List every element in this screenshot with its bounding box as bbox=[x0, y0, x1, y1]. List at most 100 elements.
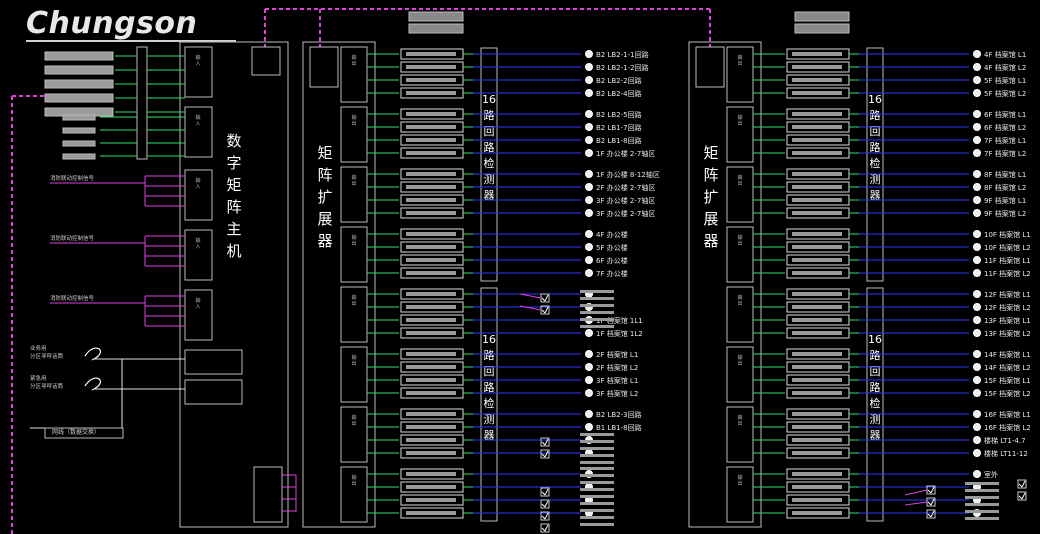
expander-module-label: 出 bbox=[737, 480, 742, 487]
detector-title: 路 bbox=[870, 141, 881, 154]
zone-amp-fill bbox=[792, 172, 842, 176]
host-input-module bbox=[184, 106, 213, 158]
detector-title: 路 bbox=[484, 141, 495, 154]
zone-label: 楼梯 LT11-12 bbox=[984, 449, 1028, 458]
zone-amp-fill bbox=[792, 138, 842, 142]
host-input-label: 入 bbox=[195, 121, 200, 127]
speaker-icon bbox=[973, 363, 981, 371]
expander-module-label: 输 bbox=[351, 354, 356, 361]
switch-box bbox=[540, 487, 550, 497]
expander-module bbox=[726, 406, 754, 463]
zone-label: 3F 办公楼 2-7轴区 bbox=[596, 196, 655, 205]
host-title: 阵 bbox=[226, 198, 241, 216]
paging-mic-label: 业务用 bbox=[30, 344, 47, 352]
zone-amp-fill bbox=[792, 391, 842, 395]
expander-module bbox=[726, 166, 754, 223]
zone-amp-fill bbox=[792, 125, 842, 129]
speaker-icon bbox=[973, 350, 981, 358]
zone-amp-fill bbox=[406, 198, 456, 202]
zone-amp-fill bbox=[792, 52, 842, 56]
zone-label: 5F 办公楼 bbox=[596, 243, 628, 252]
zone-label: 3F 办公楼 2-7轴区 bbox=[596, 209, 655, 218]
host-title: 字 bbox=[226, 154, 241, 172]
expander-module-label: 输 bbox=[737, 294, 742, 301]
zone-amp-fill bbox=[792, 151, 842, 155]
host-input-label: 输 bbox=[195, 297, 200, 304]
expander-module-label: 输 bbox=[737, 474, 742, 481]
speaker-icon bbox=[585, 89, 593, 97]
expander-title: 矩 bbox=[317, 144, 332, 162]
zone-amp-fill bbox=[406, 378, 456, 382]
zone-label: 13F 档案馆 L1 bbox=[984, 316, 1031, 325]
check-mark bbox=[544, 306, 549, 314]
detector-title: 16 bbox=[868, 333, 882, 346]
zone-amp-fill bbox=[792, 112, 842, 116]
zone-label: 14F 档案馆 L2 bbox=[984, 363, 1031, 372]
expander-module-label: 出 bbox=[351, 480, 356, 487]
dense-zone-text bbox=[580, 467, 614, 470]
speaker-icon bbox=[973, 136, 981, 144]
check-mark bbox=[927, 501, 932, 506]
check-mark bbox=[544, 450, 549, 458]
zone-amp-fill bbox=[792, 331, 842, 335]
speaker-icon bbox=[973, 290, 981, 298]
zone-label: 5F 档案馆 L2 bbox=[984, 89, 1026, 98]
zone-amp-fill bbox=[792, 232, 842, 236]
detector-title: 回 bbox=[484, 125, 495, 138]
dense-zone-text bbox=[580, 516, 614, 519]
speaker-icon bbox=[585, 329, 593, 337]
check-mark bbox=[541, 527, 546, 532]
dense-zone-text bbox=[965, 503, 999, 506]
zone-label: 16F 档案馆 L2 bbox=[984, 423, 1031, 432]
zone-amp-fill bbox=[792, 511, 842, 515]
expander-module bbox=[340, 106, 368, 163]
expander-module-label: 出 bbox=[351, 240, 356, 247]
trunk-box bbox=[136, 46, 148, 160]
zone-amp-fill bbox=[406, 511, 456, 515]
zone-label: 12F 档案馆 L1 bbox=[984, 290, 1031, 299]
speaker-icon bbox=[585, 110, 593, 118]
microphone-icon bbox=[84, 377, 101, 391]
speaker-icon bbox=[973, 149, 981, 157]
zone-label: 8F 档案馆 L1 bbox=[984, 170, 1026, 179]
expander-module-label: 输 bbox=[737, 414, 742, 421]
zone-amp-fill bbox=[406, 331, 456, 335]
expander-module-label: 出 bbox=[737, 360, 742, 367]
expander-module-label: 输 bbox=[737, 234, 742, 241]
zone-amp-fill bbox=[406, 172, 456, 176]
source-label-box bbox=[62, 127, 96, 134]
zone-amp-fill bbox=[406, 472, 456, 476]
dense-zone-text bbox=[580, 433, 614, 436]
zone-label: 2F 档案馆 L1 bbox=[596, 350, 638, 359]
zone-amp-fill bbox=[406, 65, 456, 69]
zone-label: B2 LB2-2回路 bbox=[596, 76, 642, 85]
loop-detector-box bbox=[480, 287, 498, 522]
host-title: 机 bbox=[226, 242, 241, 260]
check-mark bbox=[544, 500, 549, 508]
expander-module bbox=[726, 466, 754, 523]
expander-module-label: 出 bbox=[737, 300, 742, 307]
speaker-icon bbox=[973, 470, 981, 478]
detector-title: 路 bbox=[484, 109, 495, 122]
zone-amp-fill bbox=[406, 232, 456, 236]
host-input-label: 输 bbox=[195, 54, 200, 61]
speaker-icon bbox=[585, 423, 593, 431]
header-label-box bbox=[794, 11, 850, 22]
expander-module-label: 输 bbox=[737, 174, 742, 181]
zone-amp-fill bbox=[406, 391, 456, 395]
expander-module-label: 输 bbox=[351, 114, 356, 121]
zone-amp-fill bbox=[792, 365, 842, 369]
zone-label: 2F 办公楼 2-7轴区 bbox=[596, 183, 655, 192]
host-port-box bbox=[251, 46, 281, 76]
expander-module-label: 出 bbox=[351, 120, 356, 127]
speaker-icon bbox=[585, 256, 593, 264]
expander-module bbox=[726, 286, 754, 343]
zone-label: 7F 办公楼 bbox=[596, 269, 628, 278]
source-label-box bbox=[44, 93, 114, 103]
zone-amp-fill bbox=[792, 425, 842, 429]
detector-title: 检 bbox=[484, 156, 495, 170]
dense-zone-text bbox=[580, 474, 614, 477]
dense-zone-text bbox=[580, 454, 614, 457]
zone-amp-fill bbox=[406, 485, 456, 489]
speaker-icon bbox=[585, 63, 593, 71]
